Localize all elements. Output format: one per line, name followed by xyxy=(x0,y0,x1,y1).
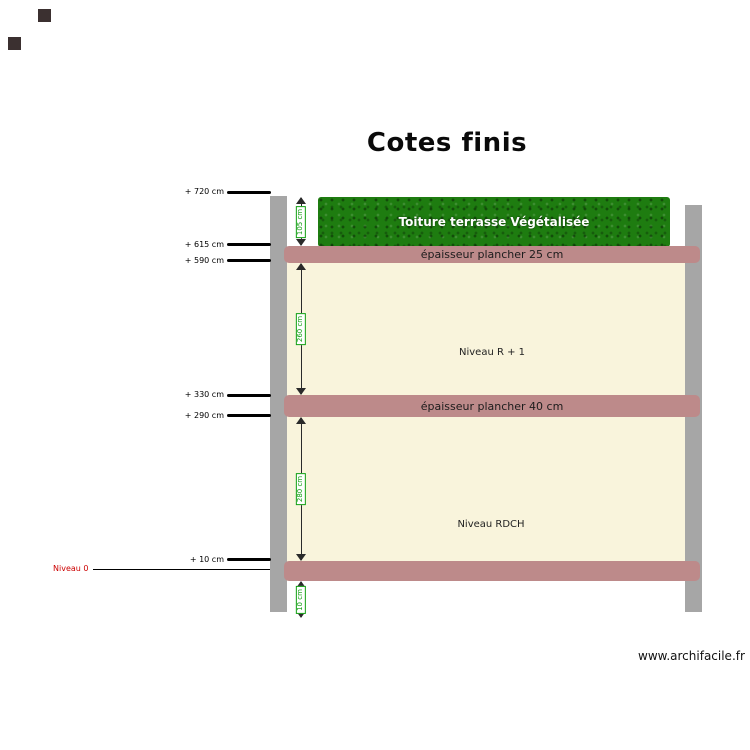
elevation-tick xyxy=(227,414,271,417)
elevation-label-615: + 615 cm xyxy=(184,240,224,249)
floor-slab-25cm: épaisseur plancher 25 cm xyxy=(284,246,700,263)
decor-square xyxy=(8,37,21,50)
elevation-tick xyxy=(227,558,271,561)
floor-slab-40cm: épaisseur plancher 40 cm xyxy=(284,395,700,417)
elevation-tick xyxy=(227,259,271,262)
dimension-label: 105 cm xyxy=(296,205,306,238)
arrow-down-icon xyxy=(296,388,306,395)
arrow-up-icon xyxy=(296,197,306,204)
level-zero-label: Niveau 0 xyxy=(53,564,89,573)
wall-left xyxy=(270,196,287,612)
floor-slab-bottom xyxy=(284,561,700,581)
elevation-tick xyxy=(227,394,271,397)
arrow-up-icon xyxy=(296,417,306,424)
elevation-tick xyxy=(227,191,271,194)
decor-square xyxy=(38,9,51,22)
dimension-label: 260 cm xyxy=(296,312,306,346)
green-roof-band: Toiture terrasse Végétalisée xyxy=(318,197,670,247)
dimension-label: 10 cm xyxy=(296,585,306,614)
arrow-down-icon xyxy=(296,239,306,246)
dimension-label: 280 cm xyxy=(296,472,306,506)
level-zero-line xyxy=(93,569,270,570)
arrow-up-icon xyxy=(296,263,306,270)
dimension-arrow-105: 105 cm xyxy=(295,197,307,246)
room-label-rdch: Niveau RDCH xyxy=(457,519,525,530)
slab-label: épaisseur plancher 25 cm xyxy=(420,248,564,261)
elevation-label-590: + 590 cm xyxy=(184,256,224,265)
elevation-label-290: + 290 cm xyxy=(184,411,224,420)
elevation-label-720: + 720 cm xyxy=(184,187,224,196)
dimension-arrow-280: 280 cm xyxy=(295,417,307,561)
slab-label: épaisseur plancher 40 cm xyxy=(420,399,564,413)
arrow-up-icon xyxy=(296,581,306,588)
watermark-text: www.archifacile.fr xyxy=(638,649,745,663)
dimension-arrow-10: 10 cm xyxy=(295,581,307,618)
dimension-arrow-260: 260 cm xyxy=(295,263,307,395)
arrow-down-icon xyxy=(296,611,306,618)
elevation-label-10: + 10 cm xyxy=(189,555,224,564)
page-title: Cotes finis xyxy=(366,128,528,158)
elevation-label-330: + 330 cm xyxy=(184,390,224,399)
arrow-down-icon xyxy=(296,554,306,561)
elevation-tick xyxy=(227,243,271,246)
green-roof-label: Toiture terrasse Végétalisée xyxy=(398,215,590,229)
room-label-r1: Niveau R + 1 xyxy=(458,347,526,358)
